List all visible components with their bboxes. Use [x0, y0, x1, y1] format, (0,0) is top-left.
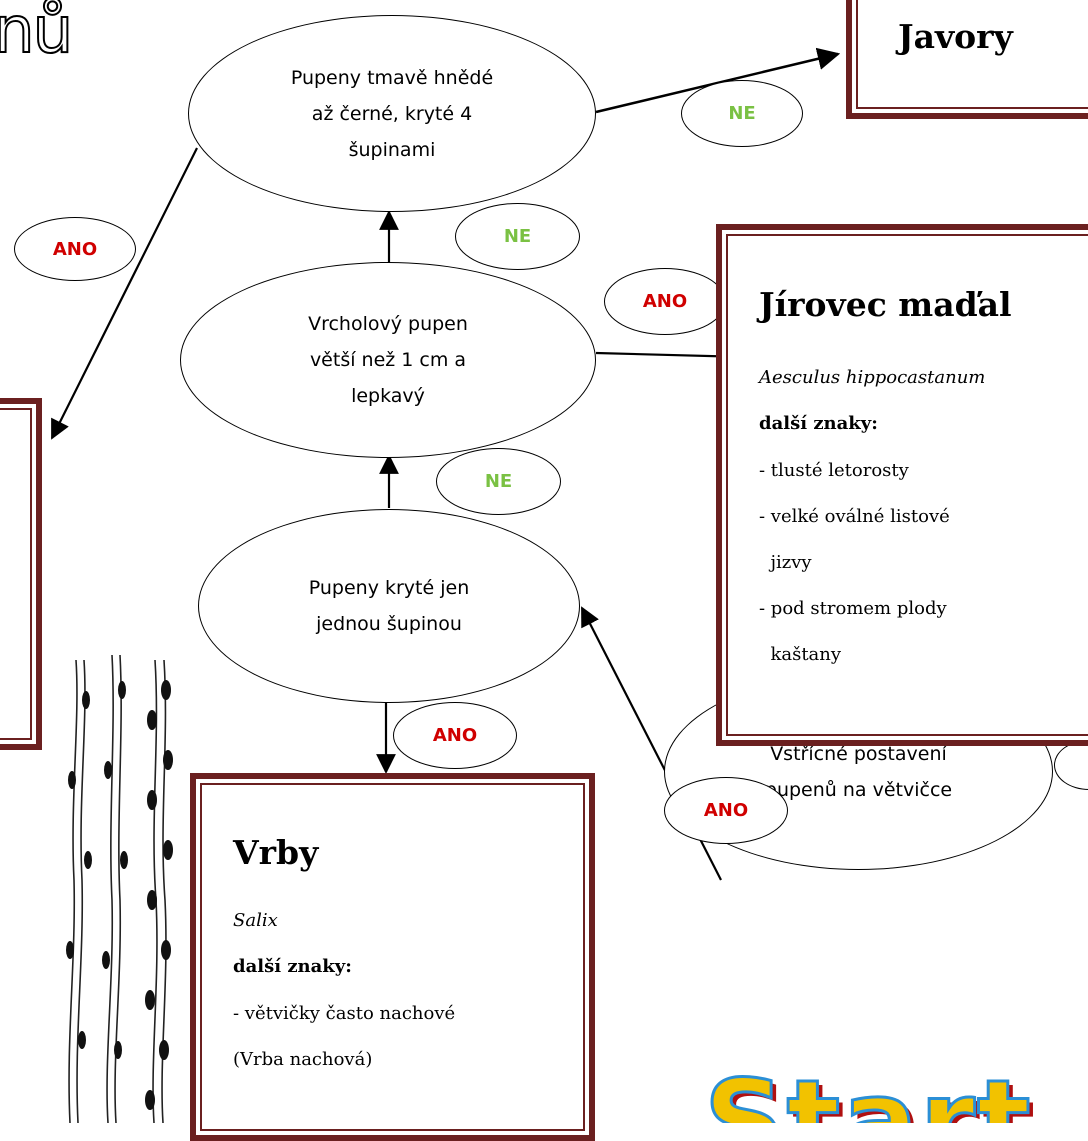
vrby-feature: (Vrba nachová) — [233, 1049, 373, 1070]
jirovec-feature: - velké oválné listové — [759, 506, 950, 527]
jirovec-feature: - tlusté letorosty — [759, 460, 909, 481]
badge-ne-upper: NE — [455, 203, 580, 270]
jirovec-feature: - pod stromem plody — [759, 598, 947, 619]
badge-ano-left: ANO — [14, 217, 136, 281]
vrby-title: Vrby — [233, 833, 319, 872]
jirovec-title: Jírovec maďal — [759, 285, 1012, 324]
node-single-scale: Pupeny kryté jen jednou šupinou — [198, 509, 580, 703]
jirovec-features-label: další znaky: — [759, 413, 878, 434]
badge-ano-down: ANO — [393, 702, 517, 769]
jirovec-latin: Aesculus hippocastanum — [759, 367, 986, 388]
result-box-vrby: Vrby Salix další znaky: - větvičky často… — [190, 773, 595, 1141]
result-box-left-partial — [0, 398, 42, 750]
badge-ne-top: NE — [681, 80, 803, 147]
vrby-latin: Salix — [233, 910, 278, 931]
node-terminal-bud: Vrcholový pupen větší než 1 cm a lepkavý — [180, 262, 596, 458]
vrby-feature: - větvičky často nachové — [233, 1003, 456, 1024]
arrow-to-left-box — [51, 147, 198, 440]
start-banner: Start — [704, 1062, 1088, 1123]
badge-ano-start: ANO — [664, 777, 788, 844]
node-dark-buds: Pupeny tmavě hnědé až černé, kryté 4 šup… — [188, 15, 596, 212]
jirovec-feature: jizvy — [759, 552, 812, 573]
jirovec-feature: kaštany — [759, 644, 842, 665]
heading-fragment: nů — [0, 0, 70, 69]
badge-ne-lower: NE — [436, 448, 561, 515]
result-box-jirovec: Jírovec maďal Aesculus hippocastanum dal… — [716, 224, 1088, 746]
result-box-javory: Javory — [846, 0, 1088, 119]
vrby-features-label: další znaky: — [233, 956, 352, 977]
javory-title: Javory — [898, 17, 1013, 56]
start-label: Start — [704, 1062, 1033, 1123]
